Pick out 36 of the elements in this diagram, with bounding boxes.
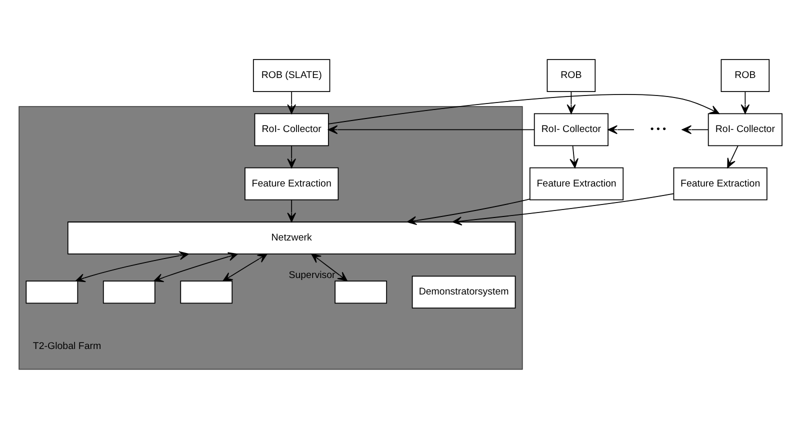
cluster	[18, 106, 523, 370]
arrow	[452, 193, 674, 226]
node-box: Feature Extraction	[244, 167, 339, 200]
arrow	[328, 125, 535, 134]
node-box	[102, 280, 156, 304]
label: T2-Global Farm	[32, 340, 102, 352]
arrow	[287, 91, 296, 114]
node-box: ROB	[720, 59, 770, 92]
node-box	[334, 280, 388, 304]
node-box: Feature Extraction	[529, 167, 624, 200]
node-box: Netzwerk	[67, 222, 516, 254]
node-box	[26, 280, 78, 304]
node-box: RoI- Collector	[708, 113, 782, 146]
node-box: RoI- Collector	[534, 113, 608, 146]
arrow	[566, 91, 576, 114]
arrow	[682, 125, 709, 134]
arrow	[287, 145, 296, 168]
node-box	[180, 280, 233, 304]
node-box: ROB (SLATE)	[252, 59, 330, 92]
node-text: • • •	[650, 124, 666, 136]
node-box: ROB	[546, 59, 596, 92]
arrow	[570, 145, 578, 168]
node-label: Supervisor	[288, 270, 336, 282]
arrow	[727, 145, 738, 168]
node-box: RoI- Collector	[254, 113, 329, 146]
arrow	[75, 251, 189, 282]
arrow	[287, 199, 296, 222]
arrow	[328, 94, 720, 124]
arrow	[311, 254, 348, 282]
node-box: Demonstratorsystem	[412, 276, 516, 309]
arrow	[608, 125, 634, 134]
arrow	[740, 91, 750, 114]
arrow	[222, 254, 268, 282]
arrow	[406, 198, 530, 225]
arrow	[154, 252, 238, 282]
node-box: Feature Extraction	[673, 167, 768, 200]
